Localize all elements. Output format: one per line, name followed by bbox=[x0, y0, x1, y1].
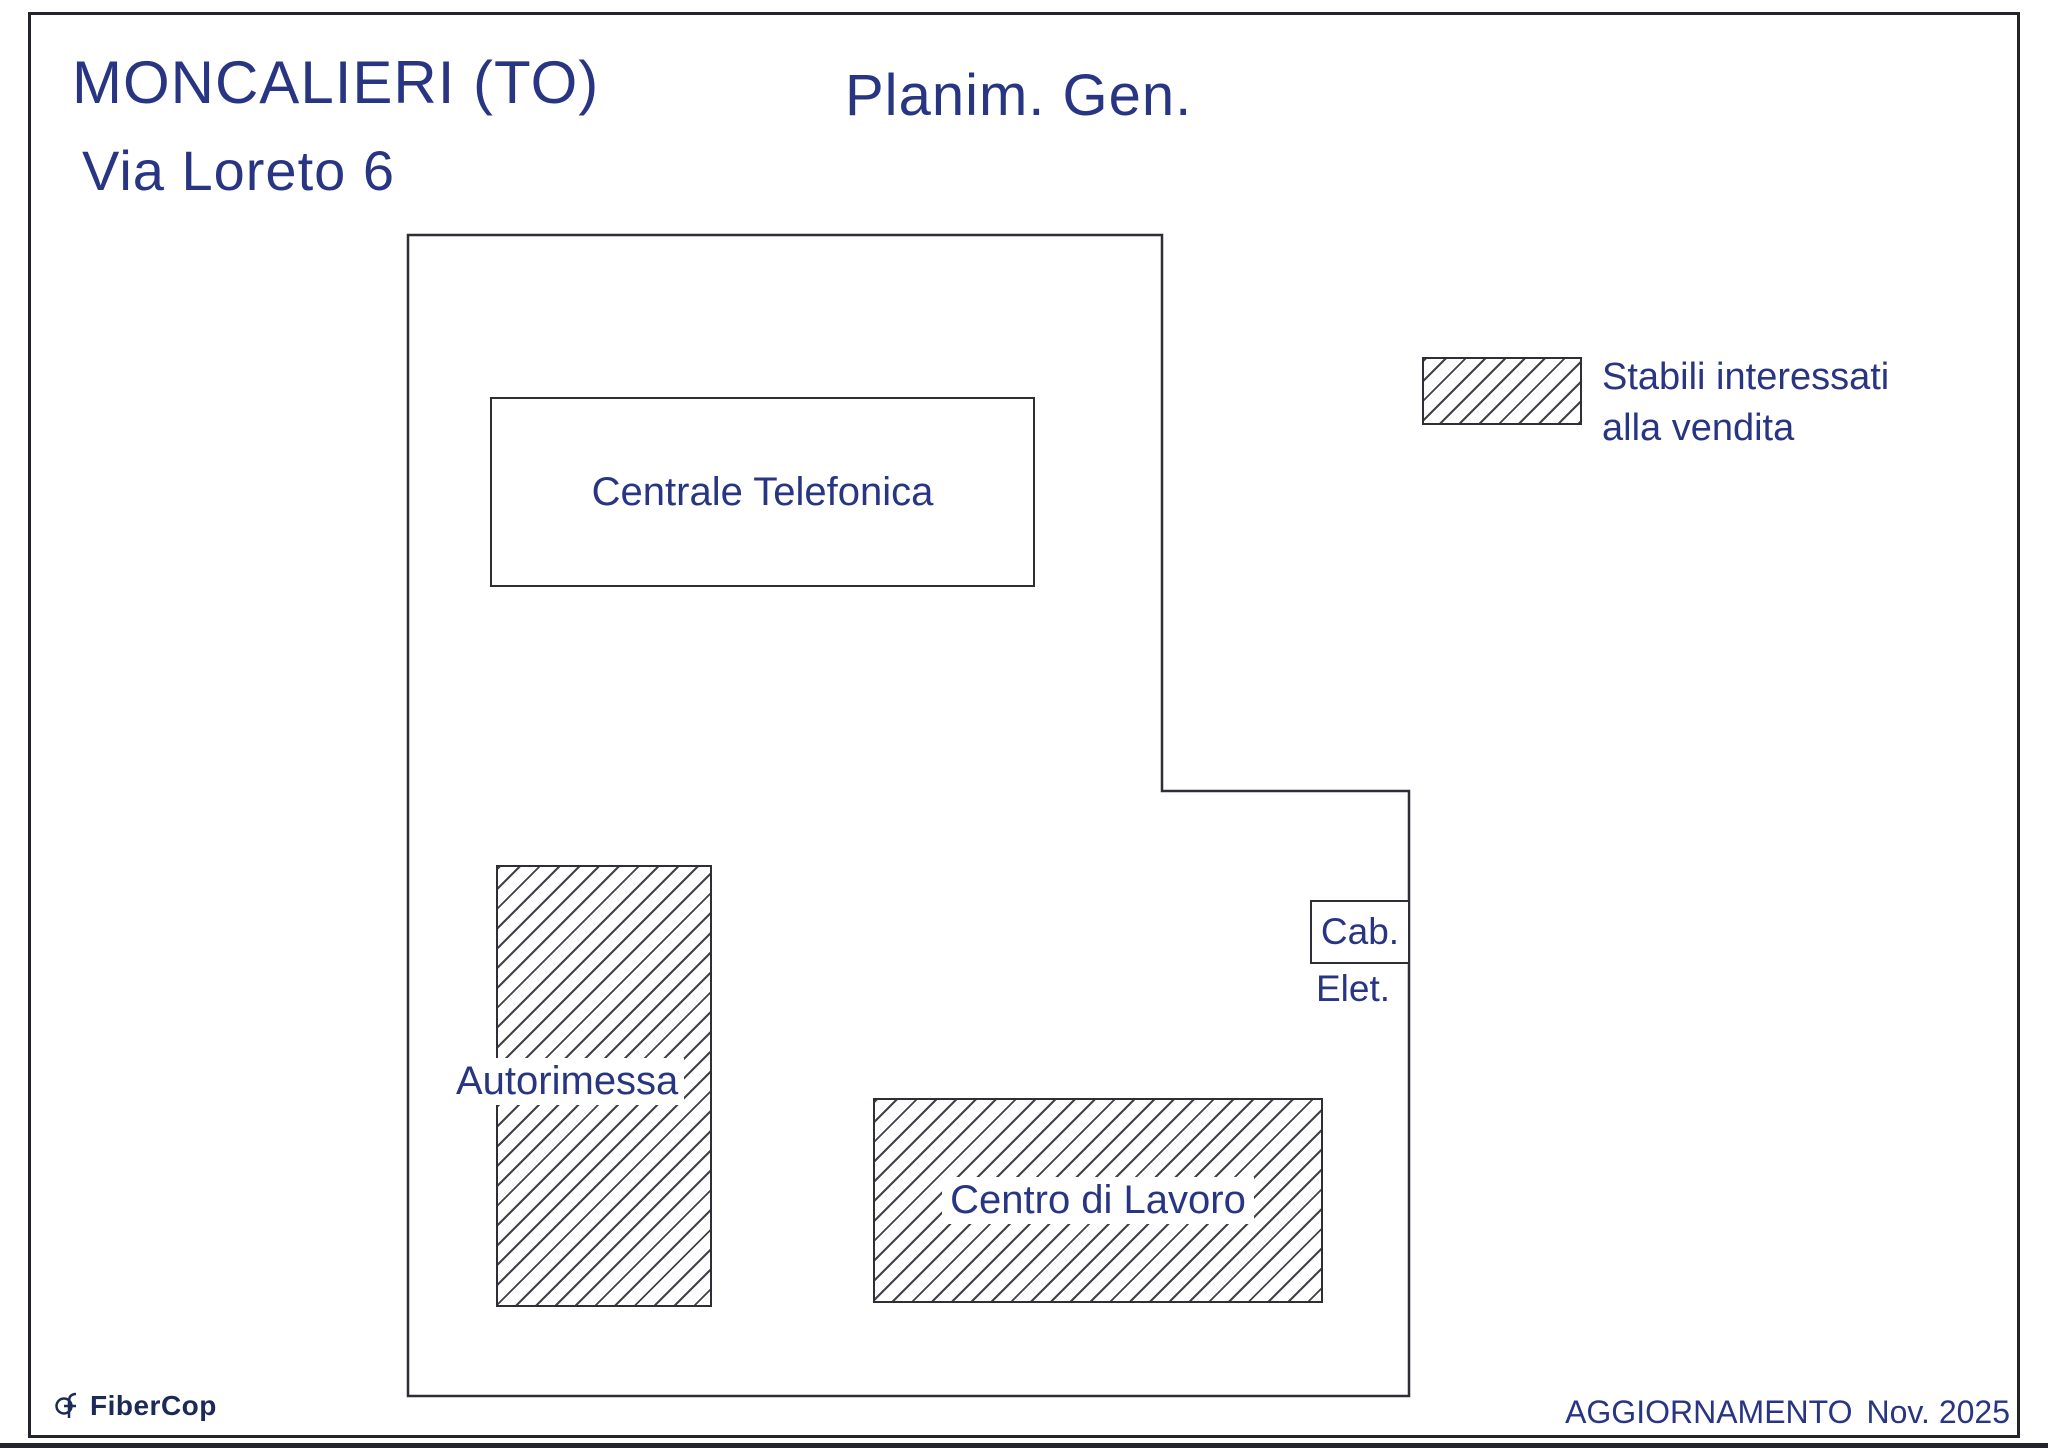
page-title-address: Via Loreto 6 bbox=[82, 139, 395, 202]
legend-label-line1: Stabili interessati bbox=[1602, 356, 1890, 398]
fibercop-logo-icon bbox=[54, 1390, 84, 1422]
building-centro-di-lavoro: Centro di Lavoro bbox=[873, 1098, 1323, 1303]
page-title-city: MONCALIERI (TO) bbox=[72, 49, 600, 116]
building-centro-di-lavoro-label: Centro di Lavoro bbox=[942, 1177, 1254, 1224]
cabina-elettrica-label-line2-wrap: Elet. bbox=[1316, 968, 1390, 1010]
building-centrale-telefonica: Centrale Telefonica bbox=[490, 397, 1035, 587]
legend-hatch-swatch bbox=[1422, 357, 1582, 425]
cabina-elettrica-label-line2: Elet. bbox=[1316, 968, 1391, 1009]
drawing-title: Planim. Gen. bbox=[845, 63, 1193, 128]
update-note: AGGIORNAMENTO Nov. 2025 bbox=[1565, 1394, 2010, 1431]
fibercop-logo: FiberCop bbox=[54, 1390, 217, 1422]
legend-label: Stabili interessati alla vendita bbox=[1602, 352, 1889, 455]
update-date: Nov. 2025 bbox=[1866, 1394, 2011, 1430]
building-cabina-elettrica: Cab. bbox=[1310, 900, 1410, 964]
building-centrale-telefonica-label: Centrale Telefonica bbox=[591, 469, 934, 514]
building-autorimessa-label: Autorimessa bbox=[450, 1058, 685, 1105]
legend-label-line2: alla vendita bbox=[1602, 407, 1795, 450]
update-label: AGGIORNAMENTO bbox=[1565, 1394, 1853, 1430]
fibercop-wordmark: FiberCop bbox=[90, 1390, 217, 1421]
sheet-bottom-edge bbox=[0, 1443, 2048, 1448]
cabina-elettrica-label-line1: Cab. bbox=[1320, 911, 1400, 952]
site-boundary-outline bbox=[406, 233, 1411, 1398]
